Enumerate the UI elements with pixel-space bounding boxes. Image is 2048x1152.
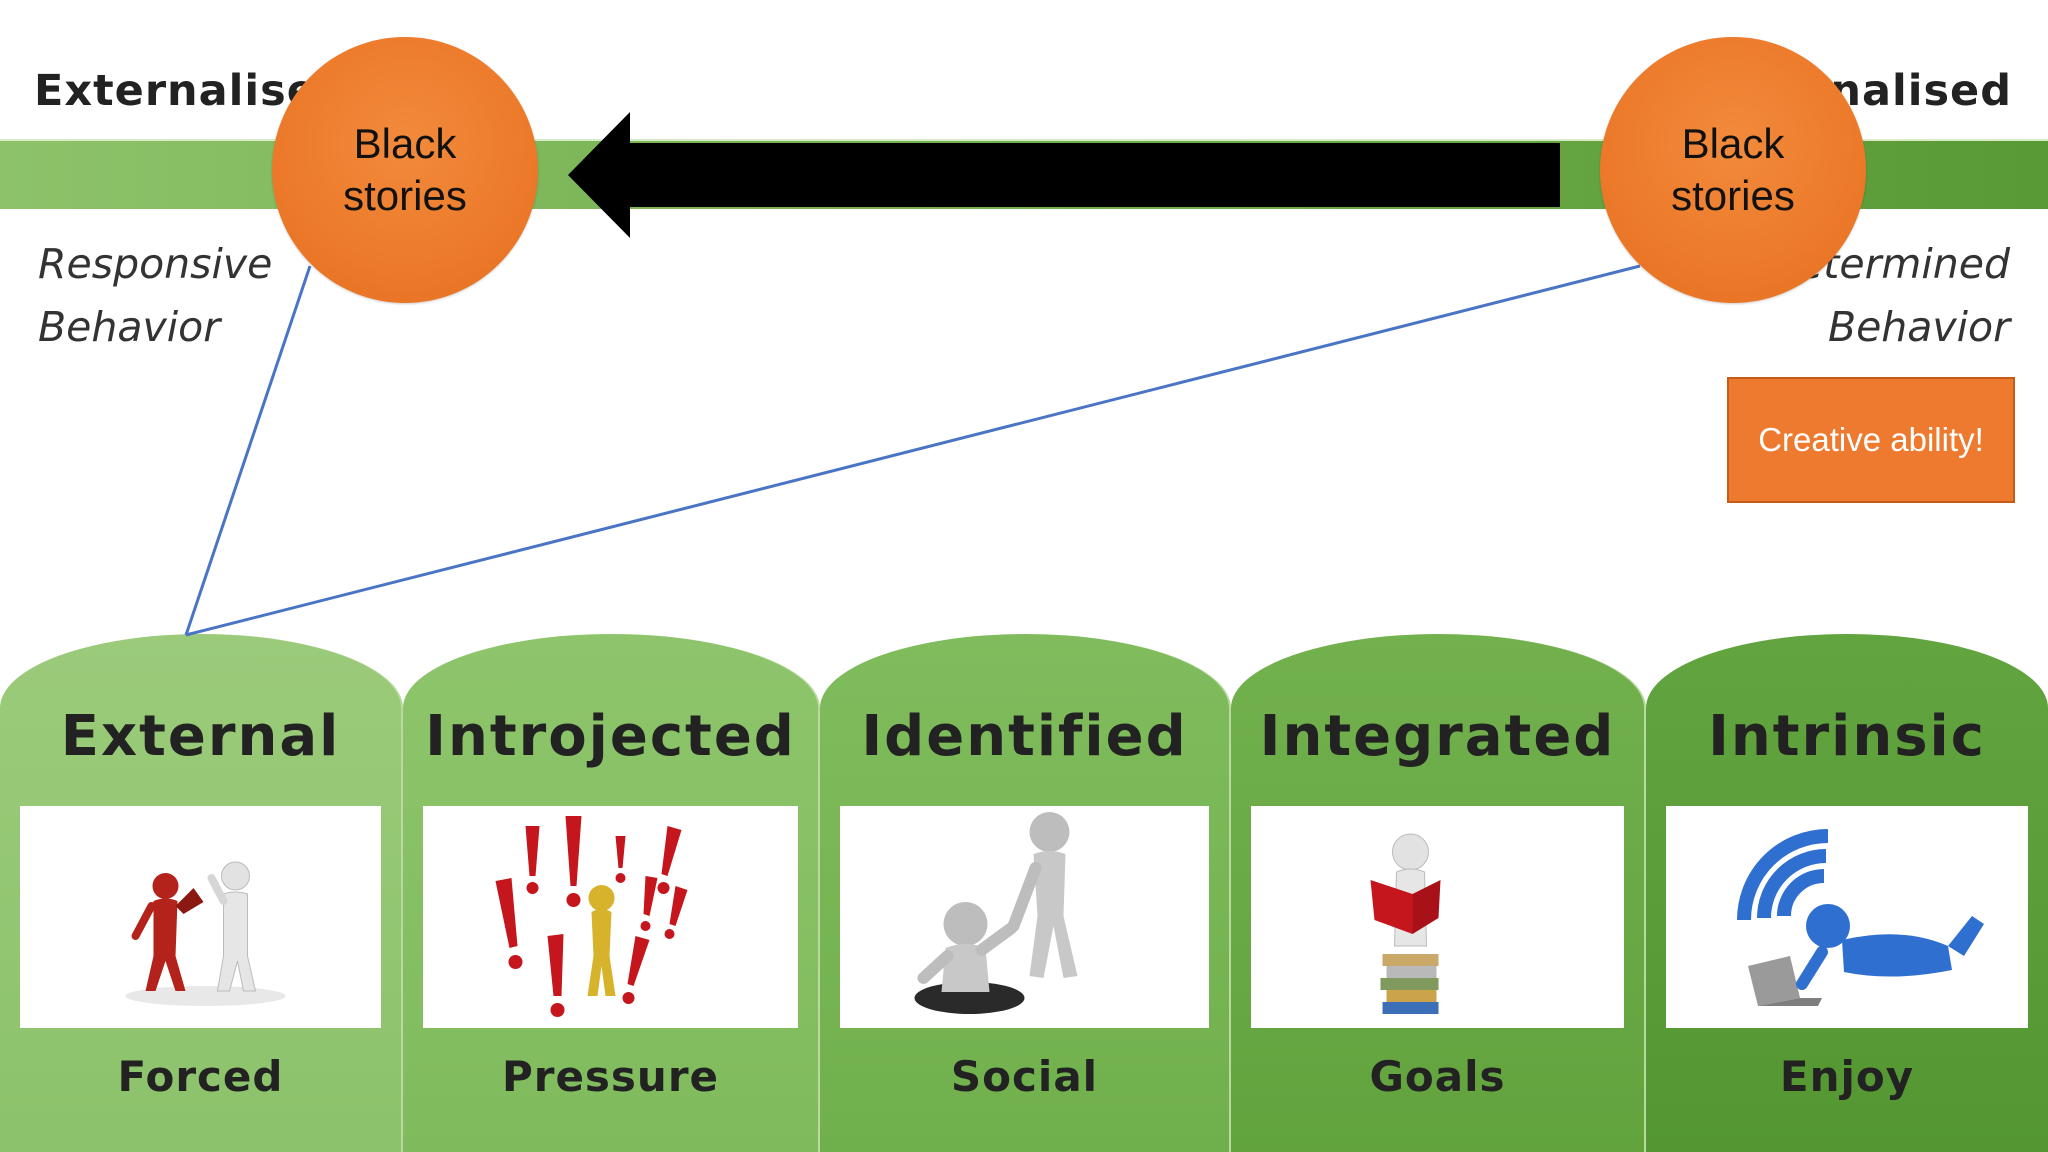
- column-intrinsic: Intrinsic Enjoy: [1646, 634, 2048, 1152]
- circle-right-line-2: stories: [1671, 172, 1795, 219]
- circle-left-line-1: Black: [353, 120, 457, 167]
- megaphone-figures-icon: [20, 806, 381, 1028]
- column-integrated: Integrated Goals: [1231, 634, 1646, 1152]
- column-title: Intrinsic: [1708, 704, 1986, 769]
- column-title: Introjected: [425, 704, 796, 769]
- column-title: Integrated: [1259, 704, 1616, 769]
- column-title: External: [60, 704, 341, 769]
- black-stories-circle-left: Black stories: [272, 37, 538, 303]
- determined-behavior-label: etermined Behavior: [1798, 233, 2010, 359]
- creative-ability-box: Creative ability!: [1727, 377, 2015, 503]
- helping-hand-icon: [840, 806, 1209, 1028]
- column-caption: Enjoy: [1779, 1052, 1915, 1101]
- column-external: External Forced: [0, 634, 403, 1152]
- column-title: Identified: [861, 704, 1188, 769]
- responsive-behavior-line-1: Responsive: [38, 240, 273, 288]
- connector-line-right: [185, 264, 1641, 637]
- determined-behavior-line-2: Behavior: [1827, 303, 2010, 351]
- reading-figure-icon: [1251, 806, 1624, 1028]
- column-introjected: Introjected Pressure: [403, 634, 820, 1152]
- circle-right-line-1: Black: [1681, 120, 1785, 167]
- column-caption: Forced: [117, 1052, 284, 1101]
- responsive-behavior-label: Responsive Behavior: [38, 233, 272, 359]
- column-caption: Social: [950, 1052, 1099, 1101]
- responsive-behavior-line-2: Behavior: [38, 303, 221, 351]
- column-caption: Goals: [1369, 1052, 1506, 1101]
- column-caption: Pressure: [501, 1052, 720, 1101]
- exclamation-marks-icon: [423, 806, 798, 1028]
- laptop-wifi-icon: [1666, 806, 2028, 1028]
- black-stories-circle-right: Black stories: [1600, 37, 1866, 303]
- circle-left-line-2: stories: [343, 172, 467, 219]
- column-identified: Identified Social: [820, 634, 1231, 1152]
